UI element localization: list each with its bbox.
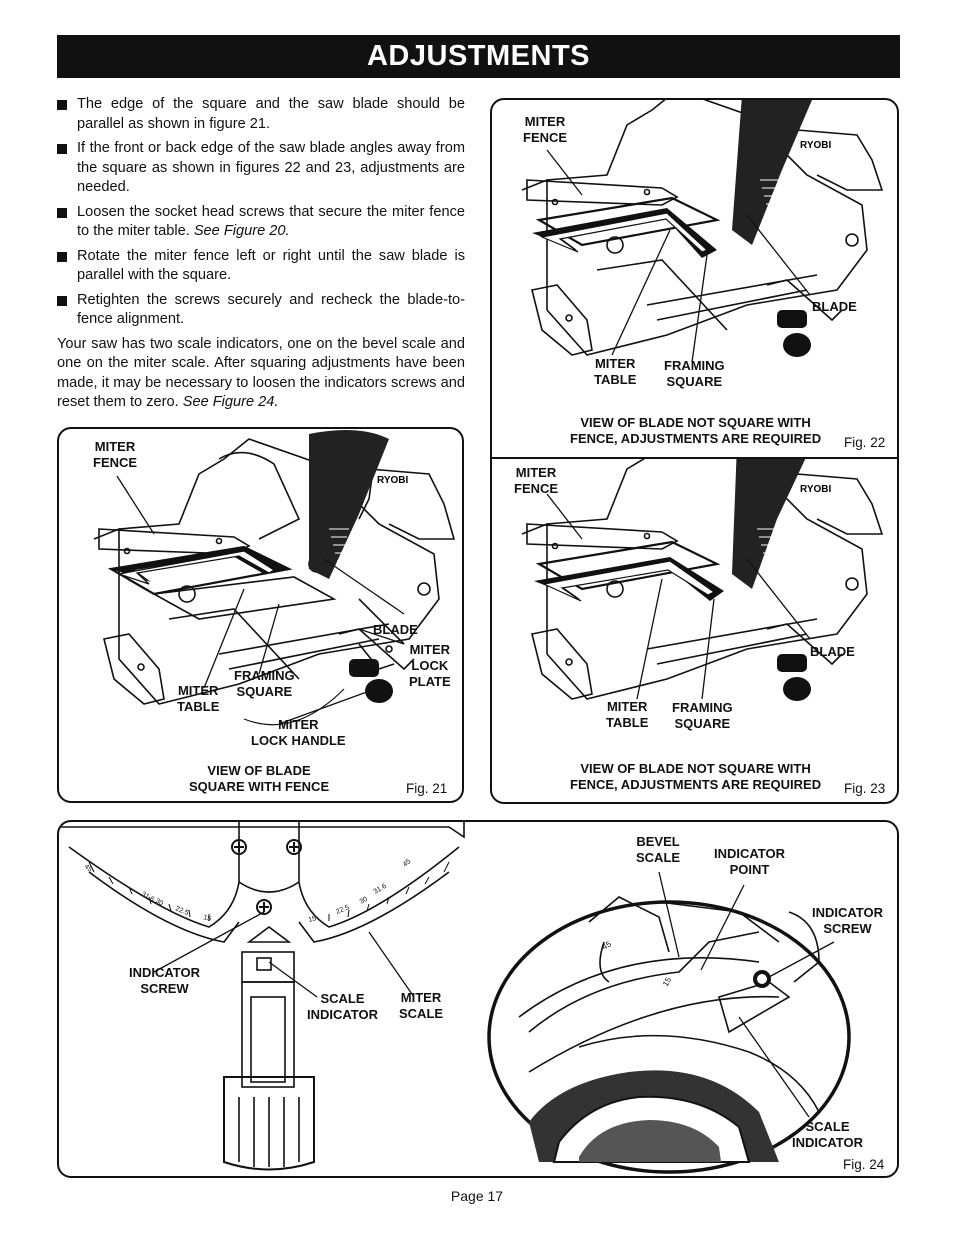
label-framing-square: FRAMING SQUARE [234, 668, 295, 699]
bullet-square-icon [57, 207, 67, 218]
label-indicator-screw: INDICATOR SCREW [129, 965, 201, 996]
label-miter-table: MITER TABLE [177, 683, 220, 714]
bullet-square-icon [57, 144, 67, 154]
label-miter-scale: MITER SCALE [399, 990, 444, 1021]
figure-reference: See Figure 20. [193, 223, 290, 239]
label-blade: BLADE [812, 299, 857, 314]
figure-label: Fig. 22 [844, 435, 886, 450]
bevel-scale-mark: 15 [661, 975, 674, 988]
scale-mark: 45 [402, 858, 413, 868]
scale-indicator-paragraph: Your saw has two scale indicators, one o… [57, 335, 465, 413]
miter-saw-illustration: RYOBI [521, 100, 884, 363]
label-indicator-screw: INDICATOR SCREW [812, 905, 884, 936]
bullet-square-icon [57, 295, 67, 306]
figure-reference: See Figure 24. [182, 394, 279, 410]
figure-label: Fig. 23 [844, 781, 886, 796]
bullet-text: Retighten the screws securely and rechec… [77, 291, 465, 328]
bullet-text: Loosen the socket head screws that secur… [77, 203, 465, 240]
divider [492, 457, 897, 459]
scale-mark: 30 [154, 898, 164, 908]
label-blade: BLADE [810, 644, 855, 659]
label-miter-table: MITER TABLE [594, 356, 637, 387]
figure-24-panel: 45 31.6 30 22.5 15 15 22.5 30 31.6 45 [57, 820, 899, 1178]
label-indicator-point: INDICATOR POINT [714, 846, 786, 877]
bullet-text: Rotate the miter fence left or right unt… [77, 247, 465, 284]
paragraph-text: Your saw has two scale indicators, one o… [57, 335, 465, 411]
brand-logo-text: RYOBI [800, 484, 832, 495]
brand-logo-text: RYOBI [377, 475, 409, 486]
label-miter-fence: MITER FENCE [514, 465, 559, 496]
bullet-item: The edge of the square and the saw blade… [57, 95, 465, 134]
figure-caption: VIEW OF BLADE SQUARE WITH FENCE [189, 763, 330, 794]
label-framing-square: FRAMING SQUARE [672, 700, 733, 731]
label-miter-fence: MITER FENCE [93, 439, 138, 470]
miter-saw-illustration: RYOBI [93, 430, 456, 726]
label-blade: BLADE [373, 622, 418, 637]
bullet-square-icon [57, 251, 67, 262]
figure-label: Fig. 24 [843, 1157, 885, 1172]
scale-indicators-illustration: 45 31.6 30 22.5 15 15 22.5 30 31.6 45 [59, 822, 851, 1174]
scale-mark: 45 [83, 863, 94, 873]
label-framing-square: FRAMING SQUARE [664, 358, 725, 389]
bullet-square-icon [57, 100, 67, 110]
bullet-text: The edge of the square and the saw blade… [77, 96, 465, 132]
brand-logo-text: RYOBI [800, 140, 832, 151]
label-miter-fence: MITER FENCE [523, 114, 568, 145]
label-miter-lock-handle: MITER LOCK HANDLE [251, 717, 346, 748]
scale-mark: 31.6 [373, 883, 388, 896]
figure-21-panel: RYOBI MITER FENCE BLADE MITER LOCK PLATE… [57, 427, 464, 803]
figure-22-23-panel: RYOBI MITER FENCE BLADE MITER TABLE FRAM… [490, 98, 899, 804]
label-miter-table: MITER TABLE [606, 699, 649, 730]
miter-saw-illustration: RYOBI [521, 459, 884, 701]
scale-mark: 22.5 [335, 904, 350, 916]
scale-mark: 22.5 [174, 905, 189, 917]
bullet-item: Retighten the screws securely and rechec… [57, 291, 465, 330]
bullet-text: If the front or back edge of the saw bla… [77, 140, 465, 195]
bullet-item: If the front or back edge of the saw bla… [57, 139, 465, 198]
figure-label: Fig. 21 [406, 781, 448, 796]
figure-caption: VIEW OF BLADE NOT SQUARE WITH FENCE, ADJ… [570, 415, 822, 446]
instructions: The edge of the square and the saw blade… [57, 95, 465, 413]
page-number: Page 17 [450, 1188, 504, 1204]
label-scale-indicator: SCALE INDICATOR [792, 1119, 864, 1150]
page-title: ADJUSTMENTS [57, 35, 900, 78]
bullet-item: Loosen the socket head screws that secur… [57, 203, 465, 242]
label-scale-indicator: SCALE INDICATOR [307, 991, 379, 1022]
figure-caption: VIEW OF BLADE NOT SQUARE WITH FENCE, ADJ… [570, 761, 822, 792]
scale-mark: 30 [359, 896, 369, 906]
scale-mark: 15 [202, 914, 211, 923]
label-bevel-scale: BEVEL SCALE [636, 834, 681, 865]
bullet-item: Rotate the miter fence left or right unt… [57, 247, 465, 286]
scale-arc-line [243, 688, 345, 726]
label-miter-lock-plate: MITER LOCK PLATE [409, 642, 451, 689]
scale-mark: 15 [308, 915, 317, 924]
